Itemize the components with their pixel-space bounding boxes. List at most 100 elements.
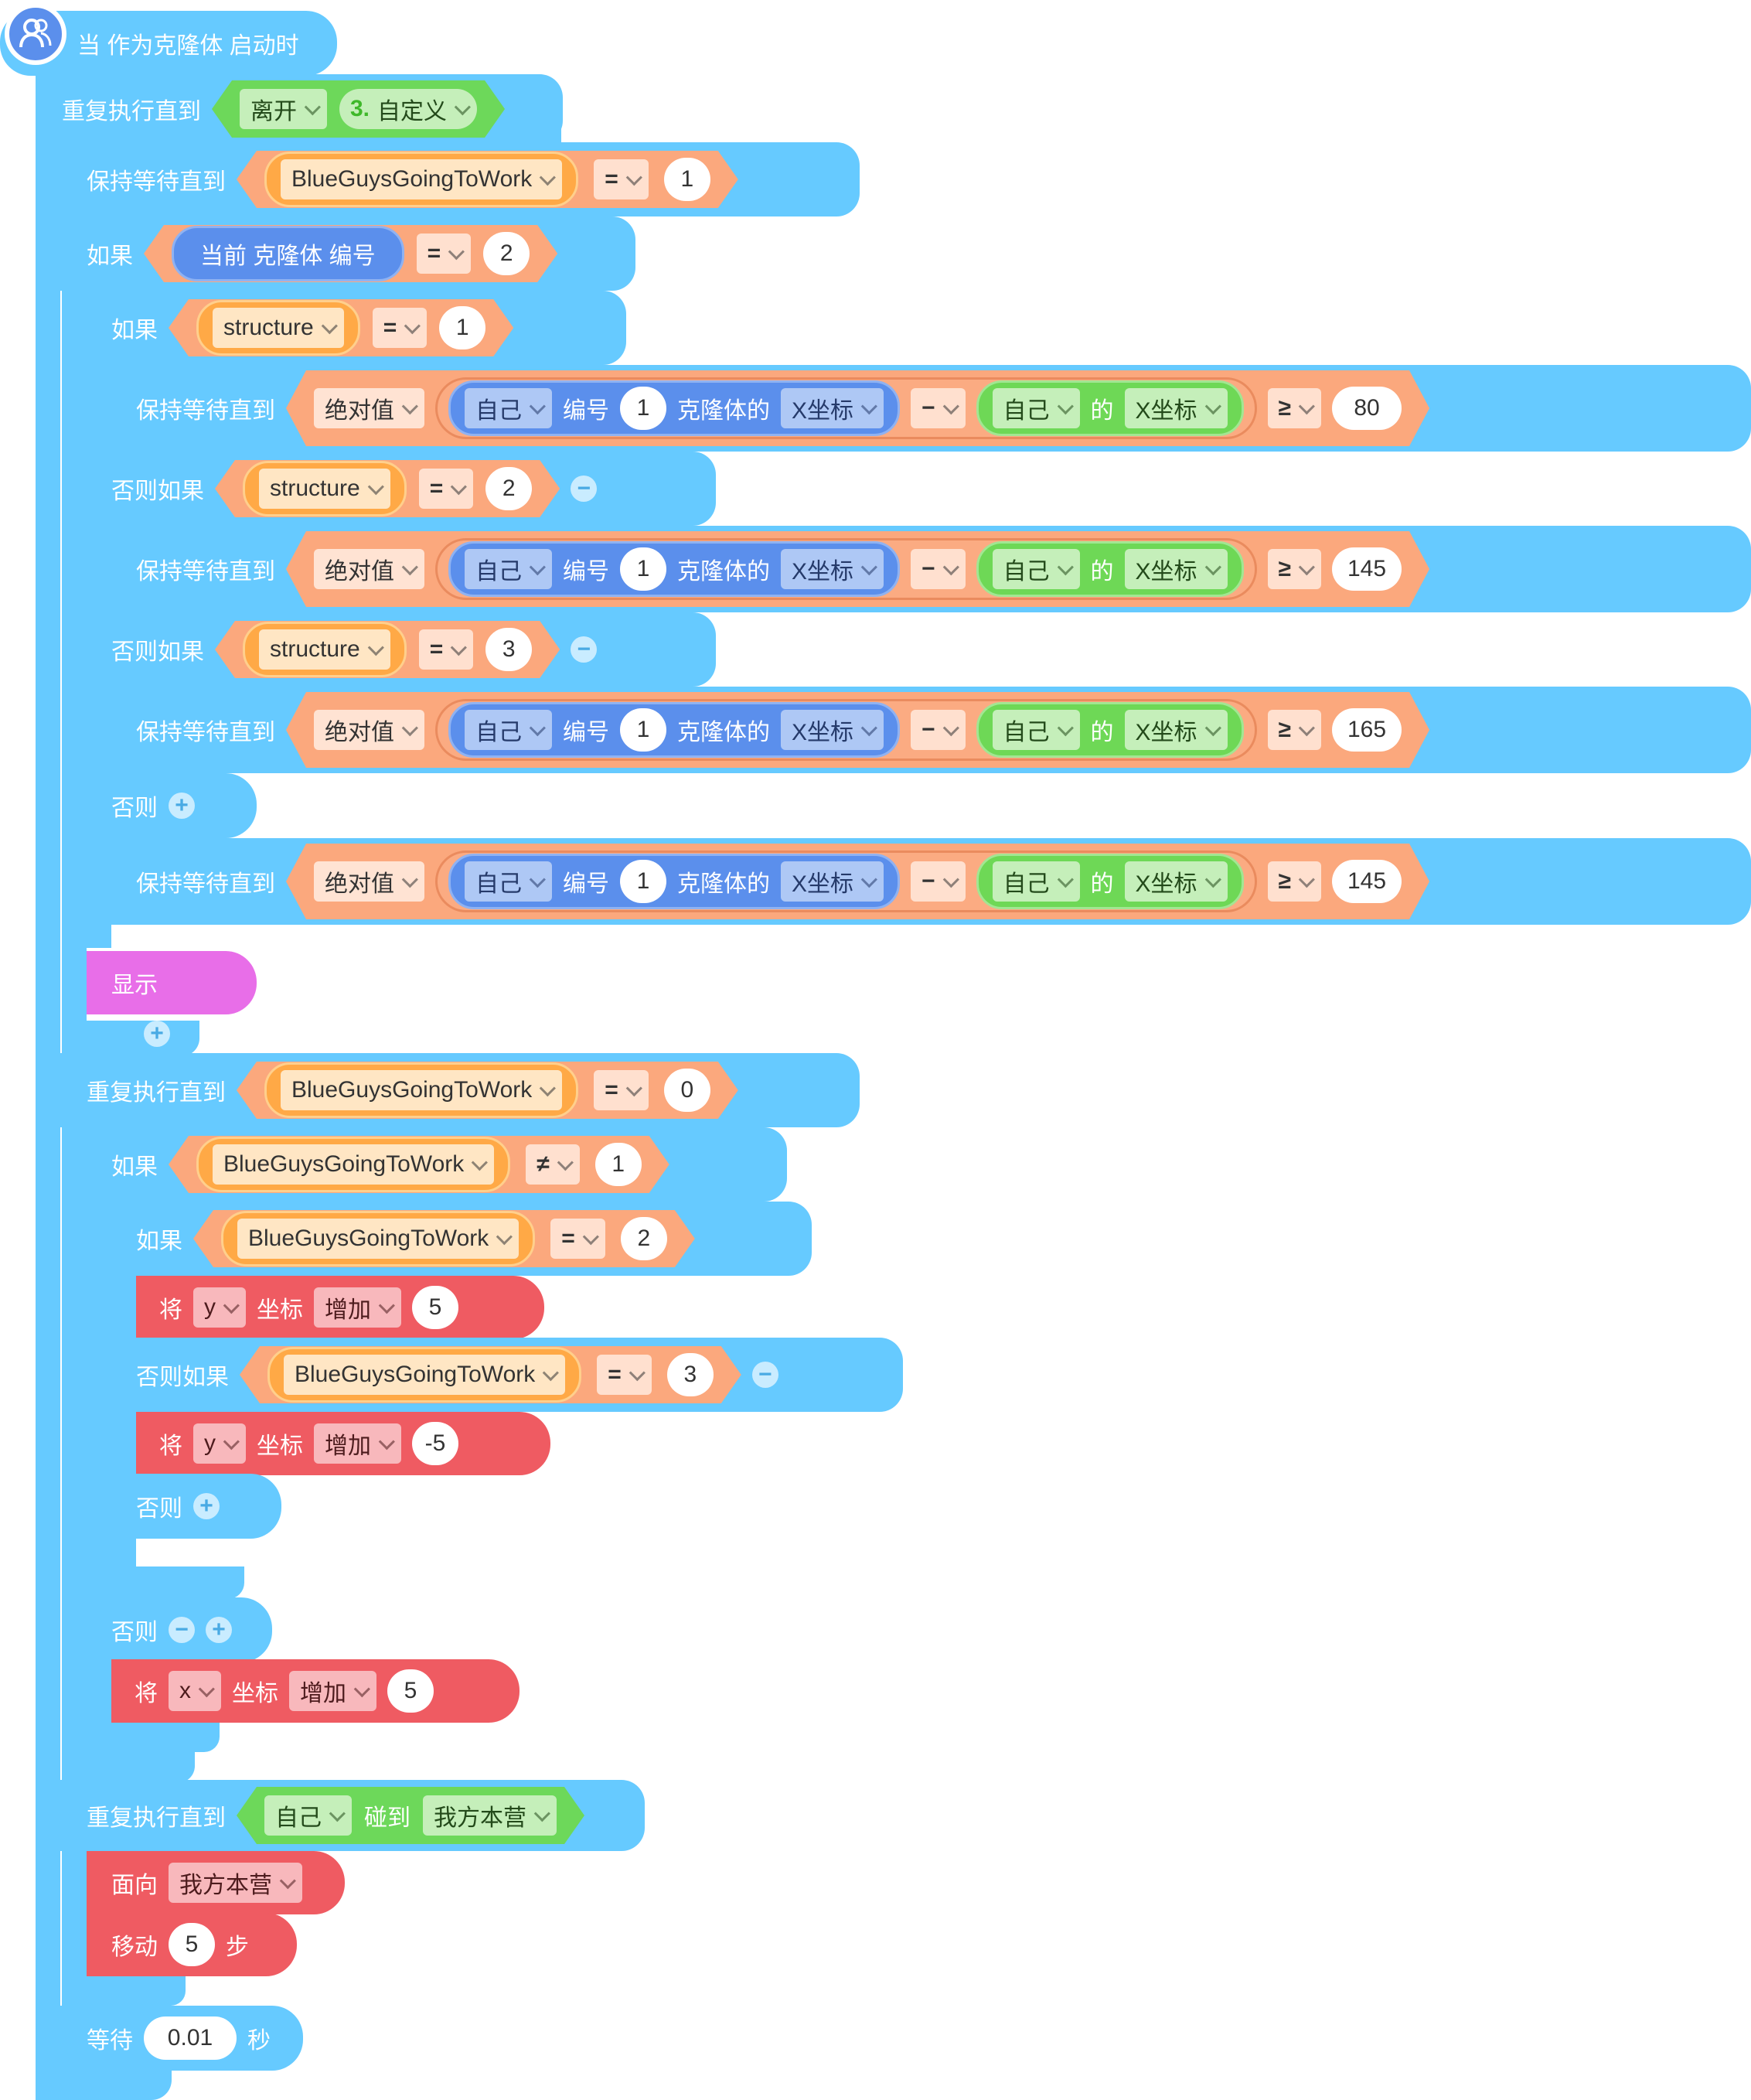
compare-operator[interactable]: BlueGuysGoingToWork = 1 [237, 151, 738, 208]
compare-operator[interactable]: structure = 3 [215, 621, 560, 678]
custom-dropdown[interactable]: 3.自定义 [339, 89, 477, 129]
add-branch-icon[interactable]: + [169, 793, 195, 819]
value-input[interactable]: 1 [595, 1143, 642, 1186]
coord-dropdown[interactable]: X坐标 [781, 388, 884, 428]
self-dropdown[interactable]: 自己 [264, 1795, 352, 1836]
self-dropdown[interactable]: 自己 [465, 549, 552, 589]
variable-reporter[interactable]: structure [243, 461, 407, 516]
self-dropdown[interactable]: 自己 [993, 388, 1080, 428]
compare-operator[interactable]: BlueGuysGoingToWork ≠ 1 [169, 1136, 669, 1193]
coord-dropdown[interactable]: X坐标 [781, 861, 884, 902]
threshold-input[interactable]: 165 [1332, 708, 1402, 752]
wait-until-block[interactable]: 保持等待直到 BlueGuysGoingToWork = 1 [60, 142, 860, 216]
self-dropdown[interactable]: 自己 [993, 861, 1080, 902]
clone-id-input[interactable]: 1 [620, 547, 666, 591]
variable-dropdown[interactable]: BlueGuysGoingToWork [281, 159, 562, 199]
change-y-block[interactable]: 将 y 坐标 增加 5 [136, 1276, 544, 1339]
add-branch-icon[interactable]: + [206, 1617, 232, 1643]
repeat-touch-header[interactable]: 重复执行直到 自己 碰到 我方本营 [60, 1780, 645, 1851]
remove-branch-icon[interactable]: − [751, 1362, 778, 1388]
coord-dropdown[interactable]: X坐标 [1125, 710, 1228, 750]
change-x-block[interactable]: 将 x 坐标 增加 5 [111, 1659, 520, 1723]
coord-dropdown[interactable]: X坐标 [1125, 861, 1228, 902]
variable-reporter[interactable]: structure [196, 300, 360, 356]
op-dropdown[interactable]: − [911, 861, 966, 902]
elif-eq3-header[interactable]: 否则如果 BlueGuysGoingToWork = 3 − [111, 1338, 903, 1412]
threshold-input[interactable]: 145 [1332, 860, 1402, 903]
target-dropdown[interactable]: 我方本营 [423, 1795, 557, 1836]
clone-id-reporter[interactable]: 当前 克隆体 编号 [172, 226, 404, 281]
abs-dropdown[interactable]: 绝对值 [314, 388, 424, 428]
op-dropdown[interactable]: = [594, 159, 649, 199]
remove-branch-icon[interactable]: − [571, 476, 598, 502]
value-input[interactable]: 2 [483, 232, 530, 275]
clone-id-input[interactable]: 1 [620, 860, 666, 903]
value-input[interactable]: -5 [412, 1422, 458, 1465]
op-dropdown[interactable]: = [597, 1355, 652, 1395]
action-dropdown[interactable]: 增加 [289, 1671, 376, 1711]
variable-reporter[interactable]: BlueGuysGoingToWork [196, 1137, 510, 1192]
add-else-icon[interactable]: + [144, 1021, 170, 1047]
op-dropdown[interactable]: ≥ [1268, 861, 1321, 902]
op-dropdown[interactable]: − [911, 710, 966, 750]
clone-id-input[interactable]: 1 [620, 387, 666, 430]
op-dropdown[interactable]: = [594, 1070, 649, 1110]
clone-id-input[interactable]: 1 [620, 708, 666, 752]
action-dropdown[interactable]: 增加 [314, 1287, 401, 1328]
add-branch-icon[interactable]: + [193, 1493, 220, 1519]
value-input[interactable]: 3 [485, 628, 532, 671]
op-dropdown[interactable]: ≥ [1268, 549, 1321, 589]
leave-dropdown[interactable]: 离开 [240, 89, 327, 129]
compare-operator[interactable]: BlueGuysGoingToWork = 2 [193, 1210, 695, 1267]
self-dropdown[interactable]: 自己 [993, 549, 1080, 589]
abs-dropdown[interactable]: 绝对值 [314, 710, 424, 750]
op-dropdown[interactable]: ≥ [1268, 710, 1321, 750]
leave-condition[interactable]: 离开 3.自定义 [212, 80, 505, 138]
coord-dropdown[interactable]: X坐标 [1125, 549, 1228, 589]
touching-condition[interactable]: 自己 碰到 我方本营 [237, 1787, 584, 1844]
op-dropdown[interactable]: = [550, 1219, 605, 1259]
variable-reporter[interactable]: structure [243, 622, 407, 677]
move-block[interactable]: 移动 5 步 [87, 1913, 297, 1976]
op-dropdown[interactable]: − [911, 549, 966, 589]
op-dropdown[interactable]: = [419, 469, 474, 509]
face-block[interactable]: 面向 我方本营 [87, 1851, 345, 1914]
compare-operator[interactable]: structure = 1 [169, 299, 513, 356]
self-dropdown[interactable]: 自己 [465, 388, 552, 428]
if-struct-header[interactable]: 如果 structure = 1 [87, 291, 626, 365]
op-dropdown[interactable]: = [373, 308, 428, 348]
value-input[interactable]: 5 [412, 1286, 458, 1329]
op-dropdown[interactable]: = [419, 629, 474, 670]
op-dropdown[interactable]: ≥ [1268, 388, 1321, 428]
remove-branch-icon[interactable]: − [571, 636, 598, 663]
if-eq2-header[interactable]: 如果 BlueGuysGoingToWork = 2 [111, 1202, 812, 1276]
action-dropdown[interactable]: 增加 [314, 1423, 401, 1464]
variable-dropdown[interactable]: structure [259, 629, 390, 670]
wait-seconds-block[interactable]: 等待 0.01 秒 [60, 2006, 303, 2071]
coord-dropdown[interactable]: X坐标 [781, 549, 884, 589]
if-ne-header[interactable]: 如果 BlueGuysGoingToWork ≠ 1 [87, 1127, 787, 1202]
self-dropdown[interactable]: 自己 [993, 710, 1080, 750]
compare-operator[interactable]: 当前 克隆体 编号 = 2 [144, 225, 557, 282]
threshold-input[interactable]: 145 [1332, 547, 1402, 591]
